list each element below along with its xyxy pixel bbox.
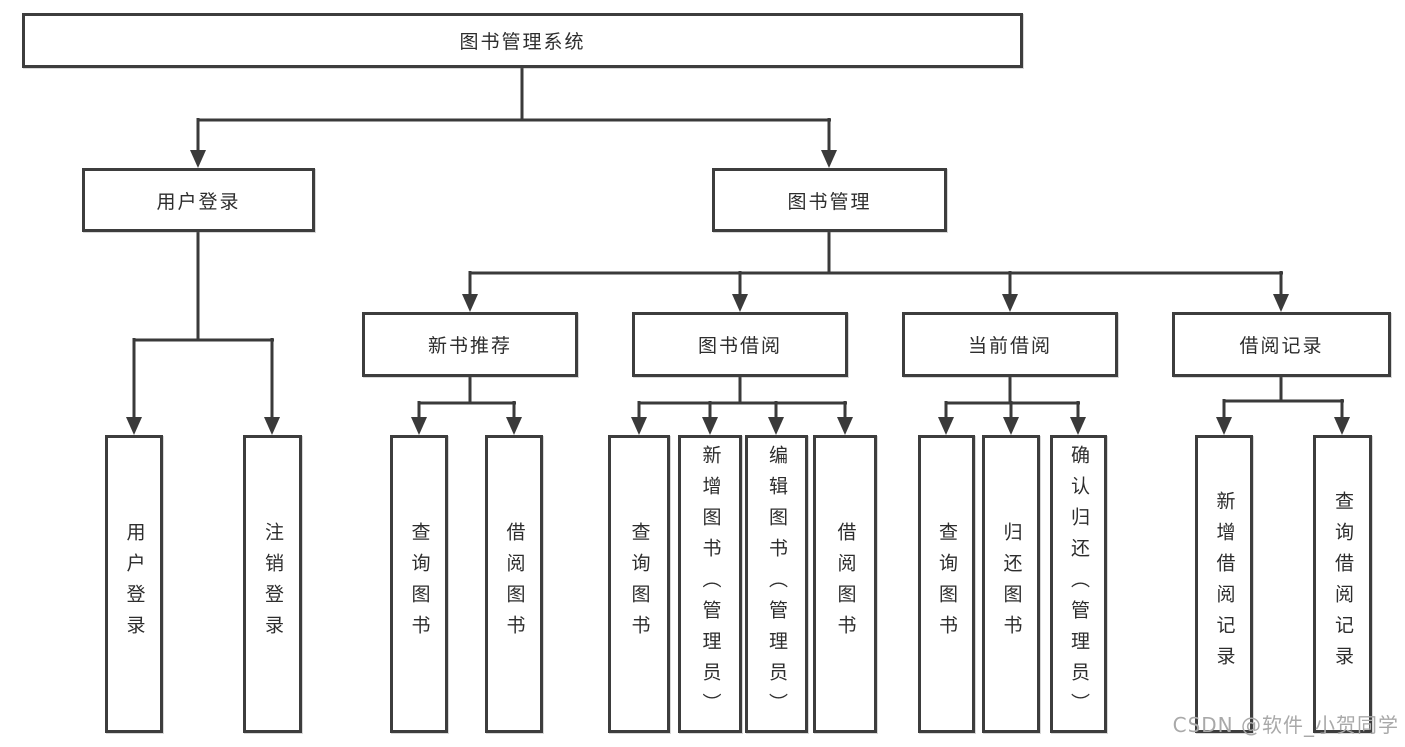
leaf-bb-edit-books-admin: 编辑图书（管理员）	[745, 435, 808, 733]
leaf-br-query-record: 查询借阅记录	[1313, 435, 1372, 733]
leaf-bb-add-books-admin-label: 新增图书（管理员）	[699, 444, 722, 724]
node-current-borrowing: 当前借阅	[902, 312, 1118, 377]
leaf-user-login-label: 用户登录	[123, 522, 146, 646]
leaf-logout: 注销登录	[243, 435, 302, 733]
leaf-nb-borrow-books: 借阅图书	[485, 435, 543, 733]
node-book-management-label: 图书管理	[787, 190, 872, 213]
leaf-cb-query-books-label: 查询图书	[936, 522, 958, 646]
leaf-cb-confirm-return-admin: 确认归还（管理员）	[1050, 435, 1107, 733]
leaf-bb-borrow-books: 借阅图书	[813, 435, 877, 733]
leaf-bb-edit-books-admin-label: 编辑图书（管理员）	[766, 444, 788, 724]
csdn-watermark: CSDN @软件_小贺同学	[1172, 713, 1399, 737]
leaf-user-login: 用户登录	[105, 435, 163, 733]
leaf-cb-query-books: 查询图书	[918, 435, 975, 733]
leaf-br-query-record-label: 查询借阅记录	[1332, 491, 1354, 677]
leaf-cb-return-books-label: 归还图书	[1000, 522, 1023, 646]
node-borrowing-records: 借阅记录	[1172, 312, 1391, 377]
leaf-logout-label: 注销登录	[262, 522, 284, 646]
node-book-borrowing-label: 图书借阅	[697, 335, 782, 357]
leaf-nb-query-books: 查询图书	[390, 435, 448, 733]
node-book-management: 图书管理	[712, 168, 947, 232]
leaf-nb-query-books-label: 查询图书	[408, 522, 431, 646]
leaf-cb-return-books: 归还图书	[982, 435, 1040, 733]
node-current-borrowing-label: 当前借阅	[967, 335, 1052, 357]
leaf-bb-add-books-admin: 新增图书（管理员）	[678, 435, 742, 733]
node-new-book-recommend: 新书推荐	[362, 312, 578, 377]
leaf-br-add-record: 新增借阅记录	[1195, 435, 1253, 733]
node-new-book-recommend-label: 新书推荐	[427, 335, 512, 357]
leaf-bb-query-books-label: 查询图书	[628, 522, 651, 646]
leaf-cb-confirm-return-admin-label: 确认归还（管理员）	[1068, 444, 1090, 724]
leaf-br-add-record-label: 新增借阅记录	[1213, 491, 1236, 677]
node-user-login: 用户登录	[82, 168, 315, 232]
node-library-system-label: 图书管理系统	[459, 31, 586, 53]
node-borrowing-records-label: 借阅记录	[1239, 335, 1324, 357]
node-library-system: 图书管理系统	[22, 13, 1023, 68]
leaf-nb-borrow-books-label: 借阅图书	[503, 522, 526, 646]
node-book-borrowing: 图书借阅	[632, 312, 848, 377]
node-user-login-label: 用户登录	[156, 190, 241, 213]
leaf-bb-borrow-books-label: 借阅图书	[834, 522, 857, 646]
leaf-bb-query-books: 查询图书	[608, 435, 670, 733]
